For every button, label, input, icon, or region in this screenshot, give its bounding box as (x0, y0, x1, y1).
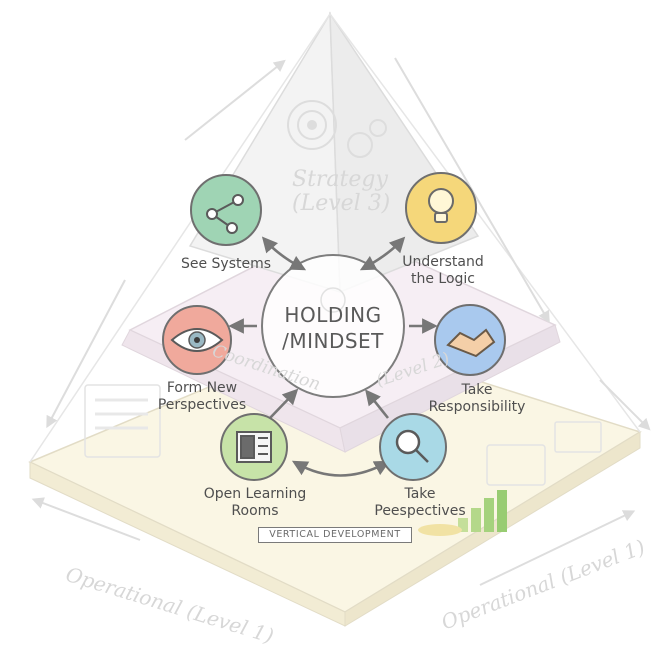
connector-arrows (228, 236, 438, 477)
open-learning-node (220, 413, 288, 481)
understand-logic-node (405, 172, 477, 244)
take-responsibility-line1: Take (461, 382, 493, 398)
handshake-icon (446, 328, 496, 358)
understand-logic-line1: Understand (402, 254, 484, 270)
magnifier-icon (395, 429, 429, 463)
take-peespectives-label: Take Peespectives (365, 486, 475, 520)
growth-bar-chart-icon (418, 490, 507, 536)
understand-logic-line2: the Logic (410, 271, 476, 287)
form-perspectives-node (162, 305, 232, 375)
form-perspectives-label: Form New Perspectives (152, 380, 252, 414)
form-perspectives-line2: Perspectives (157, 397, 247, 413)
take-responsibility-label: Take Responsibility (412, 382, 542, 416)
open-learning-line1: Open Learning (203, 486, 307, 502)
vertical-development-badge: VERTICAL DEVELOPMENT (258, 527, 412, 543)
take-responsibility-line2: Responsibility (428, 399, 526, 415)
holding-mindset-circle (261, 254, 405, 398)
see-systems-label: See Systems (180, 256, 272, 272)
take-peespectives-node (379, 413, 447, 481)
center-title-line1: HOLDING (284, 303, 382, 327)
brain-icon (320, 287, 346, 313)
open-learning-line2: Rooms (231, 503, 279, 519)
take-peespectives-line1: Take (404, 486, 436, 502)
take-responsibility-node (434, 304, 506, 376)
take-peespectives-line2: Peespectives (374, 503, 466, 519)
eye-icon (170, 328, 224, 352)
network-icon (206, 194, 244, 234)
understand-logic-label: Understand the Logic (393, 254, 493, 288)
door-icon (236, 431, 272, 463)
form-perspectives-line1: Form New (166, 380, 238, 396)
open-learning-label: Open Learning Rooms (195, 486, 315, 520)
lightbulb-icon (428, 188, 454, 223)
center-title: HOLDING /MINDSET (258, 302, 408, 354)
strategy-level-title: Strategy (292, 167, 388, 192)
strategy-level-subtitle: (Level 3) (292, 191, 391, 216)
see-systems-node (190, 174, 262, 246)
center-title-line2: /MINDSET (282, 329, 384, 353)
